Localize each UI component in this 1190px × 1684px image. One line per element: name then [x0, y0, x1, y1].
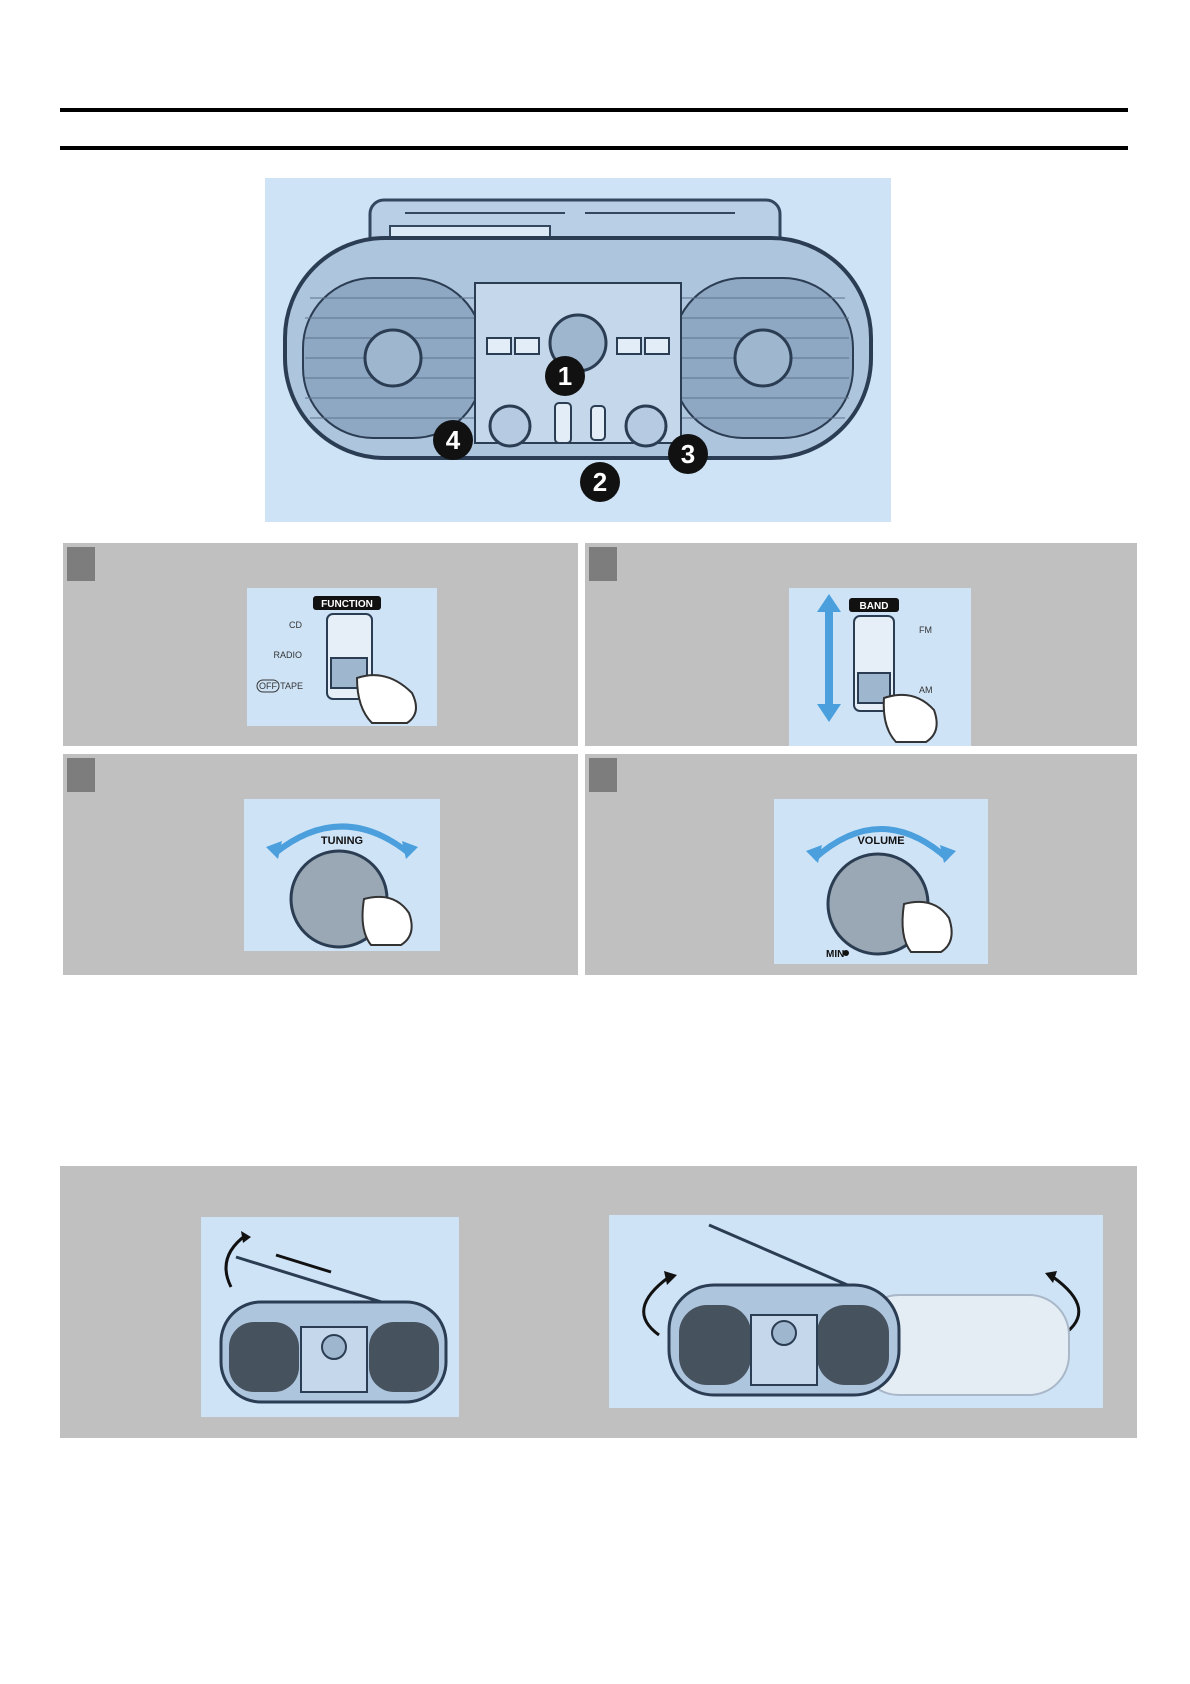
svg-text:4: 4 — [446, 425, 461, 455]
band-option-fm: FM — [919, 625, 932, 635]
arrow-down-icon — [817, 704, 841, 722]
arrow-up-icon — [817, 594, 841, 612]
rotate-arrow-icon — [241, 1231, 251, 1243]
volume-knob-illustration: VOLUME MIN — [774, 799, 988, 964]
svg-text:1: 1 — [558, 361, 572, 391]
header-rule-top — [60, 108, 1128, 112]
hand-icon — [355, 674, 417, 724]
antenna-rotate-unit-illustration — [609, 1215, 1103, 1408]
rotate-left-arrow-icon — [664, 1271, 677, 1285]
callout-4: 4 — [433, 420, 473, 460]
svg-text:2: 2 — [593, 467, 607, 497]
callout-1: 1 — [545, 356, 585, 396]
function-off-tag: OFF — [259, 681, 277, 691]
boombox-front-drawing: 1 2 3 4 — [283, 198, 873, 502]
boombox-front-illustration: 1 2 3 4 — [265, 178, 891, 522]
antenna-extend-illustration — [201, 1217, 459, 1417]
function-switch-illustration: FUNCTION CD RADIO OFF TAPE — [247, 588, 437, 726]
step-number-box — [589, 758, 617, 792]
function-label: FUNCTION — [321, 599, 373, 610]
step-number-box — [589, 547, 617, 581]
hand-icon — [882, 694, 938, 743]
rotate-right-arrow-icon — [402, 841, 418, 859]
rotate-left-arrow-icon — [266, 841, 282, 859]
function-option-cd: CD — [289, 620, 302, 630]
rotate-right-arrow-icon — [1045, 1271, 1057, 1283]
band-label: BAND — [860, 601, 889, 612]
hand-icon — [901, 900, 953, 953]
volume-min-label: MIN — [826, 949, 844, 960]
step-panel-volume: VOLUME MIN — [585, 754, 1137, 975]
function-option-tape: TAPE — [280, 681, 303, 691]
hand-icon — [361, 895, 413, 946]
band-switch-illustration: BAND FM AM — [789, 588, 971, 746]
function-option-radio: RADIO — [273, 650, 302, 660]
header-rule-bottom — [60, 146, 1128, 150]
tuning-label: TUNING — [321, 835, 363, 847]
tuning-knob-illustration: TUNING — [244, 799, 440, 951]
svg-text:3: 3 — [681, 439, 695, 469]
rotate-left-arrow-icon — [806, 845, 822, 863]
step-panel-tuning: TUNING — [63, 754, 578, 975]
volume-label: VOLUME — [857, 835, 904, 847]
rotate-right-arrow-icon — [940, 845, 956, 863]
callout-2: 2 — [580, 462, 620, 502]
extend-arrow-icon — [275, 1253, 332, 1274]
step-panel-band: BAND FM AM — [585, 543, 1137, 746]
band-option-am: AM — [919, 685, 933, 695]
step-number-box — [67, 547, 95, 581]
callout-3: 3 — [668, 434, 708, 474]
step-number-box — [67, 758, 95, 792]
step-panel-function: FUNCTION CD RADIO OFF TAPE — [63, 543, 578, 746]
antenna-panel — [60, 1166, 1137, 1438]
